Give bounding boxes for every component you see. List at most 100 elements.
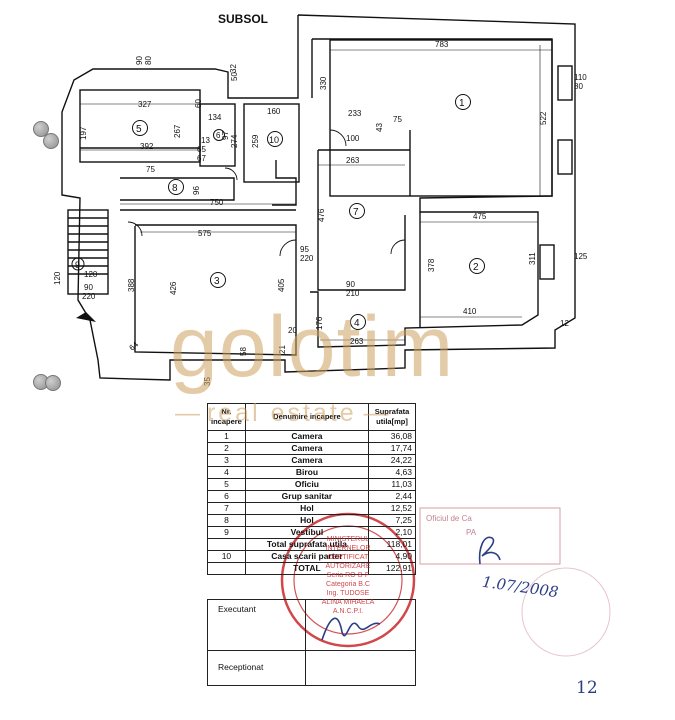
stair-label: 80: [144, 56, 153, 65]
dimension-label: 575: [198, 229, 212, 238]
dimension-label: 405: [277, 278, 286, 292]
signature-divider: [305, 600, 306, 685]
dimension-label: 134: [208, 113, 222, 122]
dimension-label: 90: [346, 280, 355, 289]
cell-area: 2,44: [368, 490, 416, 503]
dimension-label: 43: [375, 123, 384, 132]
dimension-label: 475: [473, 212, 487, 221]
room-number: 2: [473, 262, 479, 273]
entrance-arrow-icon: [76, 312, 96, 322]
cell-nr: 3: [207, 454, 246, 467]
cell-nr: 4: [207, 466, 246, 479]
stamp-line: Seria RO-B-F: [326, 572, 370, 579]
signature-box: Executant Receptionat: [207, 599, 416, 686]
cell-nr: [207, 538, 246, 551]
cell-area: 24,22: [368, 454, 416, 467]
dimension-label: 210: [346, 289, 360, 298]
dimension-label: 259: [251, 134, 260, 148]
cell-nr: [207, 562, 246, 575]
binder-ring: [43, 133, 59, 149]
cell-name: Hol: [244, 502, 370, 515]
dimension-label: 522: [539, 111, 548, 125]
dimension-label: 50: [230, 72, 239, 81]
dimension-label: 60: [194, 99, 203, 108]
dimension-label: 32: [229, 64, 238, 73]
room-number: 4: [354, 318, 360, 329]
cell-area: 17,74: [368, 442, 416, 455]
cell-name: Camera: [244, 442, 370, 455]
rooms-table: Nr. incapere Denumire incapere Suprafata…: [207, 403, 416, 575]
room-number: 10: [269, 135, 279, 145]
stamp-line: Ing. TUDOSE: [326, 590, 370, 597]
dimension-label: 392: [140, 142, 154, 151]
office-stamp: [419, 507, 611, 657]
dimension-label: 58: [239, 347, 248, 356]
binder-ring: [45, 375, 61, 391]
dimension-label: 75: [393, 115, 402, 124]
binder-ring: [33, 121, 49, 137]
cell-area: 122,91: [368, 562, 416, 575]
office-stamp-line: PA: [466, 528, 477, 537]
dimension-label: 176: [315, 316, 324, 330]
cell-name: Oficiu: [244, 478, 370, 491]
stamp-line: AUTORIZARE: [325, 563, 371, 570]
cell-nr: 8: [207, 514, 246, 527]
dimension-label: 263: [350, 337, 364, 346]
dimension-label: 274: [230, 134, 239, 148]
dimension-label: 750: [210, 198, 224, 207]
dimension-label: 410: [463, 307, 477, 316]
dimension-label: 21: [278, 345, 287, 354]
cell-name: Hol: [244, 514, 370, 527]
dimension-label: 267: [173, 124, 182, 138]
dimension-label: 80: [574, 82, 583, 91]
stamp-line: Categoria B.C: [326, 581, 370, 588]
cell-area: 12,52: [368, 502, 416, 515]
dimension-label: 96: [192, 186, 201, 195]
office-stamp-line: Oficiul de Ca: [426, 514, 472, 523]
signature-row: [208, 600, 415, 651]
room-number: 5: [136, 124, 142, 135]
table-header-row: Nr. incapere Denumire incapere Suprafata…: [207, 403, 416, 431]
stamp-line: CERTIFICAT: [327, 554, 369, 561]
room-number: 7: [353, 207, 359, 218]
header-nr: Nr. incapere: [207, 403, 246, 431]
cell-name: Camera: [244, 430, 370, 443]
dimension-label: 327: [138, 100, 152, 109]
cell-name: Camera: [244, 454, 370, 467]
dimension-label: 197: [79, 126, 88, 140]
dimension-label: 20: [288, 326, 297, 335]
signature-scribble: [478, 536, 501, 565]
stair-label: 120: [53, 271, 62, 285]
cell-nr: 6: [207, 490, 246, 503]
room-number: 3: [214, 276, 220, 287]
dimension-label: 35: [203, 377, 212, 386]
cell-area: 11,03: [368, 478, 416, 491]
plan-title: SUBSOL: [218, 12, 268, 26]
dimension-label: 12: [560, 319, 569, 328]
page-number: 12: [576, 678, 598, 698]
watermark-brand: golotim: [170, 299, 455, 395]
dimension-label: 220: [300, 254, 314, 263]
office-stamp-text: Oficiul de Ca PA: [426, 512, 476, 540]
dimension-label: 64: [128, 340, 141, 353]
dimension-label: 311: [528, 252, 537, 265]
cell-area: 36,08: [368, 430, 416, 443]
dimension-label: 160: [267, 107, 281, 116]
watermark-subtitle-text: real estate: [206, 399, 357, 427]
room-number: 6: [216, 131, 221, 140]
dimension-label: 97: [221, 131, 230, 140]
cell-nr: 7: [207, 502, 246, 515]
header-name: Denumire incapere: [244, 403, 370, 431]
room-number: 1: [459, 98, 465, 109]
dimension-label: 120: [84, 270, 98, 279]
cell-nr: 1: [207, 430, 246, 443]
